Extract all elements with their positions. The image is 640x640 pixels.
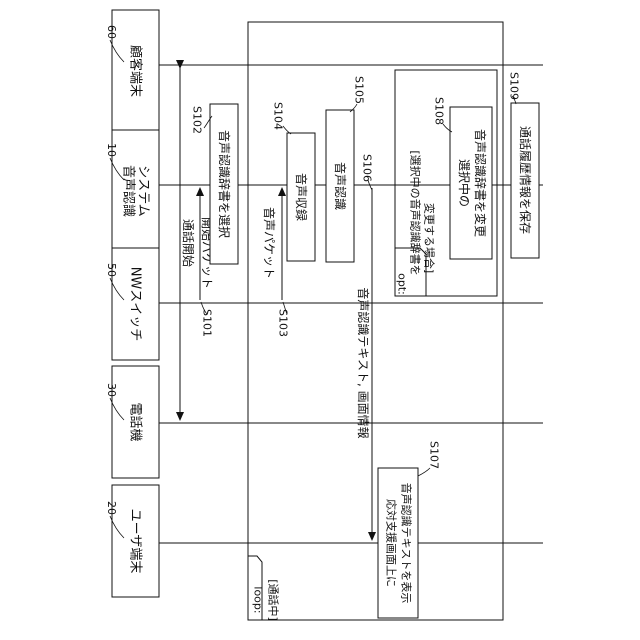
action-change-dictionary: 選択中の 音声認識辞書を変更 S108: [433, 97, 493, 259]
opt-condition-line-2: 変更する場合]: [423, 203, 437, 273]
participant-user-terminal-label: ユーザ端末: [128, 509, 143, 574]
participant-speech-system: 音声認識 システム: [112, 130, 159, 252]
loop-condition: [通話中]: [267, 579, 281, 621]
participant-customer-terminal: 顧客端末: [112, 10, 159, 132]
action-recognize: 音声認識 S105: [326, 76, 366, 262]
step-s101: S101: [201, 309, 214, 337]
participant-customer-terminal-label: 顧客端末: [128, 45, 144, 97]
action-select-dictionary-label: 音声認識辞書を選択: [217, 130, 232, 238]
svg-text:50: 50: [105, 263, 118, 277]
voice-packet-arrow: 音声パケット S103: [262, 188, 290, 337]
step-s105: S105: [353, 76, 366, 104]
step-s106: S106: [361, 154, 374, 182]
action-recognize-label: 音声認識: [333, 162, 348, 210]
step-s102: S102: [191, 106, 204, 134]
text-screen-arrow: 音声認識テキスト, 画面情報 S106: [356, 154, 374, 540]
step-s104: S104: [272, 102, 285, 130]
action-save-history-label: 通話履歴情報を保存: [518, 126, 533, 234]
call-start-label: 通話開始: [181, 219, 196, 267]
action-display-text-line-2: 音声認識テキストを表示: [400, 483, 414, 604]
step-s107: S107: [428, 441, 441, 469]
svg-text:10: 10: [105, 143, 118, 157]
step-s109: S109: [508, 72, 521, 100]
action-select-dictionary: 音声認識辞書を選択 S102: [191, 104, 239, 264]
participant-speech-system-label-2: システム: [136, 165, 151, 217]
svg-text:60: 60: [105, 25, 118, 39]
action-record-voice: 音声収録 S104: [272, 102, 316, 261]
action-save-history: 通話履歴情報を保存 S109: [508, 72, 540, 258]
participant-nw-switch: NWスイッチ: [112, 248, 159, 360]
svg-text:30: 30: [105, 383, 118, 397]
step-s103: S103: [277, 309, 290, 337]
voice-packet-label: 音声パケット: [262, 207, 277, 279]
opt-condition-line-1: [選択中の音声認識辞書を: [409, 150, 423, 275]
action-display-text-line-1: 応対支援画面上に: [385, 499, 399, 587]
loop-keyword: loop:: [252, 586, 265, 613]
text-screen-label: 音声認識テキスト, 画面情報: [356, 287, 371, 438]
participant-nw-switch-label: NWスイッチ: [128, 267, 143, 342]
action-record-voice-label: 音声収録: [294, 173, 309, 221]
action-change-dictionary-line-1: 選択中の: [457, 159, 472, 207]
step-s108: S108: [433, 97, 446, 125]
participant-speech-system-label-1: 音声認識: [121, 165, 137, 217]
participant-telephone: 電話機: [112, 366, 159, 478]
action-display-text: 応対支援画面上に 音声認識テキストを表示 S107: [378, 441, 441, 618]
svg-text:20: 20: [105, 501, 118, 515]
action-change-dictionary-line-2: 音声認識辞書を変更: [473, 129, 488, 237]
opt-keyword: opt:: [396, 273, 409, 295]
participant-user-terminal: ユーザ端末: [112, 485, 159, 597]
participant-telephone-label: 電話機: [128, 402, 144, 441]
